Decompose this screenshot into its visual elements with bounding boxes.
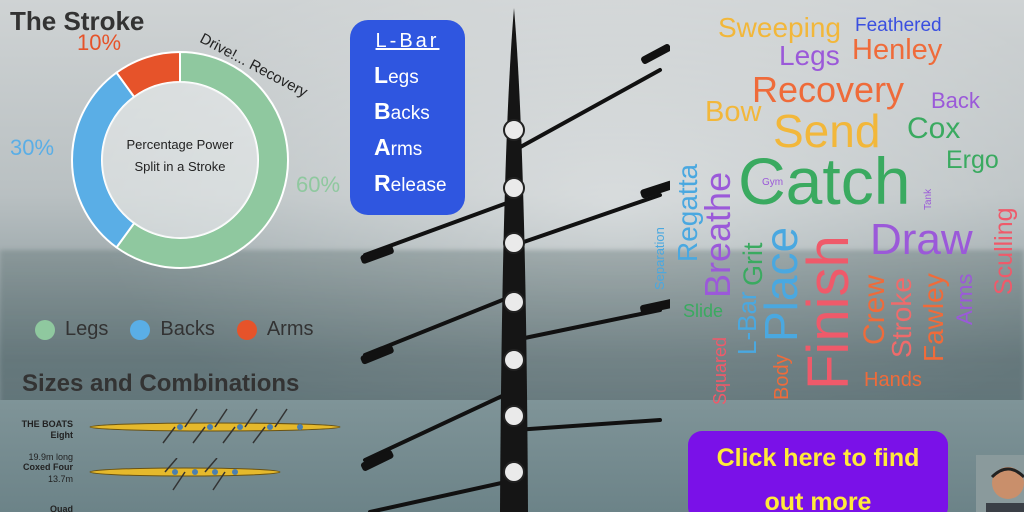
word-cloud-word-bow: Bow: [705, 96, 762, 128]
donut-center-line1: Percentage Power: [126, 137, 234, 152]
slice-label-backs: 30%: [10, 135, 55, 160]
lbar-rest-arms: rms: [390, 139, 423, 160]
lbar-rest-backs: acks: [390, 103, 430, 124]
lbar-item-backs: Backs: [374, 98, 451, 125]
slice-label-arms: 10%: [77, 30, 122, 55]
sizes-title: Sizes and Combinations: [22, 370, 300, 397]
boat-label-quad: Quad: [5, 503, 73, 512]
lbar-initial-legs: L: [374, 62, 389, 88]
boat-coxed-four-illustration: [89, 458, 281, 491]
cta-line2: out more: [764, 488, 872, 512]
word-cloud-word-slide: Slide: [683, 301, 724, 321]
lbar-title: L-Bar: [375, 30, 440, 52]
word-cloud-word-squared: Squared: [710, 336, 730, 405]
boat-length-coxed-four: 13.7m: [47, 474, 73, 484]
rower-photo: [976, 455, 1024, 512]
legend-label-legs: Legs: [65, 318, 109, 340]
legend-label-arms: Arms: [266, 318, 314, 340]
word-cloud-word-breathe: Breathe: [697, 171, 738, 298]
word-cloud-word-ergo: Ergo: [946, 146, 999, 174]
lbar-initial-backs: B: [374, 98, 391, 124]
donut-hole: [102, 82, 258, 238]
legend-item-arms: Arms: [236, 318, 314, 341]
boat-label-eight: THE BOATS Eight 19.9m long: [5, 408, 73, 463]
legend-label-backs: Backs: [160, 318, 215, 340]
lbar-card: L-Bar Legs Backs Arms Release: [350, 20, 465, 215]
legend-item-backs: Backs: [130, 318, 215, 341]
boat-label-coxed-four: Coxed Four 13.7m: [5, 461, 73, 485]
legend-swatch-backs: [130, 319, 151, 340]
lbar-initial-release: R: [374, 170, 391, 196]
boat-name-eight: THE BOATS Eight: [21, 419, 73, 440]
boat-eight-illustration: [89, 408, 341, 444]
word-cloud-word-draw: Draw: [870, 215, 973, 264]
word-cloud-word-legs: Legs: [779, 40, 840, 71]
boat-name-quad: Quad: [49, 504, 73, 512]
word-cloud-word-arms: Arms: [952, 273, 977, 325]
boat-name-coxed-four: Coxed Four: [22, 462, 73, 472]
find-out-more-button[interactable]: Click here to find out more: [688, 431, 948, 512]
word-cloud-word-cox: Cox: [907, 112, 961, 145]
word-cloud-word-back: Back: [931, 88, 980, 113]
chart-legend: Legs Backs Arms: [35, 318, 314, 341]
lbar-initial-arms: A: [374, 134, 391, 160]
word-cloud-word-catch: Catch: [738, 144, 911, 218]
cta-line1: Click here to find: [716, 444, 920, 472]
lbar-rest-release: elease: [390, 175, 447, 196]
donut-center-label: Percentage Power Split in a Stroke: [105, 134, 255, 178]
legend-swatch-legs: [35, 319, 55, 340]
lbar-rest-legs: egs: [388, 67, 419, 88]
word-cloud-word-tank: Tank: [923, 188, 934, 210]
word-cloud-word-separation: Separation: [652, 227, 667, 290]
word-cloud-word-feathered: Feathered: [855, 15, 942, 36]
word-cloud-word-stroke: Stroke: [886, 277, 917, 358]
word-cloud-word-gym: Gym: [762, 177, 784, 188]
word-cloud-word-body: Body: [771, 354, 793, 400]
stroke-title: The Stroke: [10, 6, 145, 36]
word-cloud-word-fawley: Fawley: [918, 273, 949, 362]
donut-center-line2: Split in a Stroke: [134, 159, 226, 174]
lbar-item-release: Release: [374, 170, 451, 197]
slice-label-legs: 60%: [296, 172, 341, 197]
word-cloud-word-henley: Henley: [852, 34, 943, 66]
rowing-eight-illustration: [360, 8, 670, 512]
word-cloud-word-finish: Finish: [796, 235, 861, 390]
word-cloud-word-sweeping: Sweeping: [718, 12, 841, 43]
lbar-item-legs: Legs: [374, 62, 451, 89]
power-split-donut-chart: [71, 50, 289, 269]
legend-item-legs: Legs: [35, 318, 108, 341]
boat-length-eight: 19.9m long: [28, 452, 73, 462]
word-cloud-word-l-bar: L-Bar: [732, 291, 762, 355]
word-cloud-word-send: Send: [773, 105, 881, 157]
word-cloud-word-hands: Hands: [864, 369, 922, 391]
lbar-item-arms: Arms: [374, 134, 451, 161]
word-cloud-word-recovery: Recovery: [752, 69, 905, 110]
legend-swatch-arms: [236, 319, 257, 340]
word-cloud-word-sculling: Sculling: [990, 207, 1018, 295]
